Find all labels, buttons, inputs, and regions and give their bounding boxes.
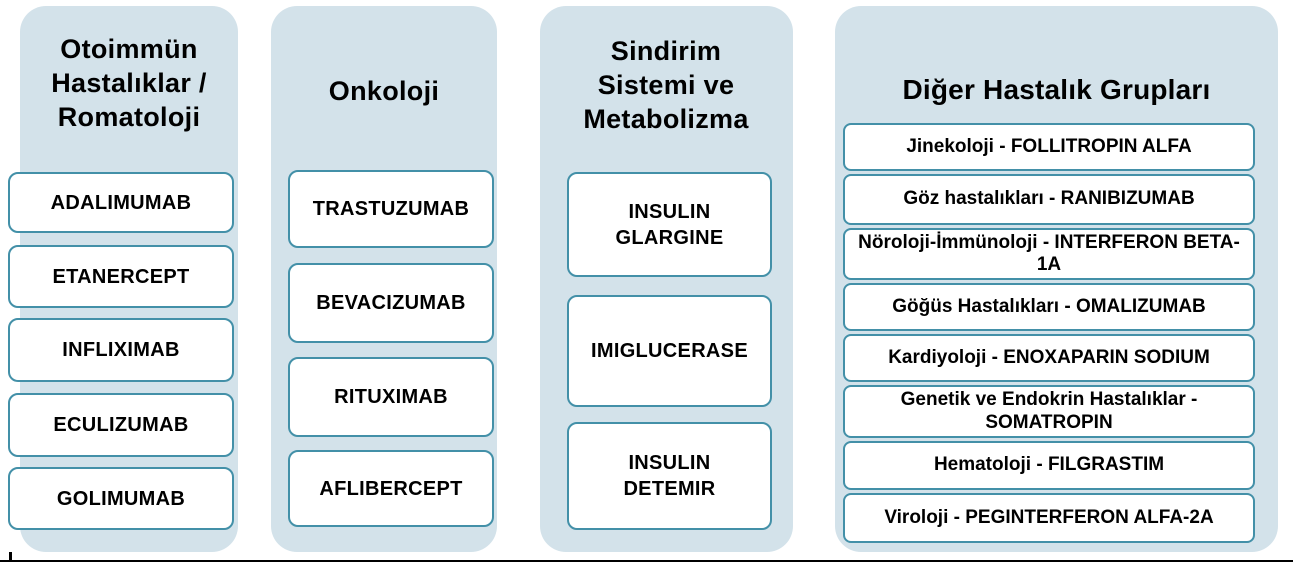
column-autoimmune-title: Otoimmün Hastalıklar / Romatoloji [51,34,207,133]
drug-box-infliximab: INFLIXIMAB [8,318,234,382]
drug-box-interferon-beta-1a: Nöroloji-İmmünoloji - INTERFERON BETA-1A [843,228,1255,280]
drug-box-peginterferon-alfa-2a: Viroloji - PEGINTERFERON ALFA-2A [843,493,1255,543]
bottom-left-tick [9,552,12,561]
drug-label: BEVACIZUMAB [316,292,466,314]
drug-box-eculizumab: ECULIZUMAB [8,393,234,457]
drug-box-rituximab: RITUXIMAB [288,357,494,437]
drug-label: Jinekoloji - FOLLITROPIN ALFA [906,135,1192,157]
drug-label: Genetik ve Endokrin Hastalıklar - SOMATR… [900,389,1198,433]
drug-box-aflibercept: AFLIBERCEPT [288,450,494,527]
drug-label: TRASTUZUMAB [312,198,470,220]
bottom-border-line [0,560,1293,562]
drug-label: Kardiyoloji - ENOXAPARIN SODIUM [888,346,1210,368]
drug-box-golimumab: GOLIMUMAB [8,467,234,530]
drug-box-enoxaparin-sodium: Kardiyoloji - ENOXAPARIN SODIUM [843,334,1255,382]
column-oncology-title: Onkoloji [328,76,440,106]
drug-box-etanercept: ETANERCEPT [8,245,234,308]
drug-label: INSULIN GLARGINE [615,200,724,249]
drug-label: AFLIBERCEPT [319,477,463,500]
drug-box-somatropin: Genetik ve Endokrin Hastalıklar - SOMATR… [843,385,1255,438]
drug-label: ECULIZUMAB [53,414,189,436]
drug-label: GOLIMUMAB [56,487,186,510]
drug-label: IMIGLUCERASE [591,340,748,362]
drug-box-ranibizumab: Göz hastalıkları - RANIBIZUMAB [843,174,1255,225]
drug-label: INSULIN DETEMIR [623,452,716,500]
drug-label: Nöroloji-İmmünoloji - INTERFERON BETA-1A [858,231,1240,275]
drug-box-adalimumab: ADALIMUMAB [8,172,234,233]
drug-label: ETANERCEPT [52,265,190,288]
drug-box-insulin-glargine: INSULIN GLARGINE [567,172,772,277]
drug-box-imiglucerase: IMIGLUCERASE [567,295,772,407]
drug-label: ADALIMUMAB [50,191,192,214]
drug-box-omalizumab: Göğüs Hastalıkları - OMALIZUMAB [843,283,1255,331]
drug-label: Hematoloji - FILGRASTIM [933,454,1165,476]
column-other-title: Diğer Hastalık Grupları [902,74,1211,105]
drug-box-follitropin-alfa: Jinekoloji - FOLLITROPIN ALFA [843,123,1255,171]
drug-box-insulin-detemir: INSULIN DETEMIR [567,422,772,530]
column-digestive-title: Sindirim Sistemi ve Metabolizma [583,36,749,135]
drug-label: RITUXIMAB [334,386,448,408]
drug-label: INFLIXIMAB [62,339,180,361]
drug-box-filgrastim: Hematoloji - FILGRASTIM [843,441,1255,490]
drug-box-bevacizumab: BEVACIZUMAB [288,263,494,343]
drug-label: Göğüs Hastalıkları - OMALIZUMAB [892,295,1206,317]
drug-label: Göz hastalıkları - RANIBIZUMAB [903,188,1195,210]
drug-box-trastuzumab: TRASTUZUMAB [288,170,494,248]
drug-label: Viroloji - PEGINTERFERON ALFA-2A [884,506,1214,528]
